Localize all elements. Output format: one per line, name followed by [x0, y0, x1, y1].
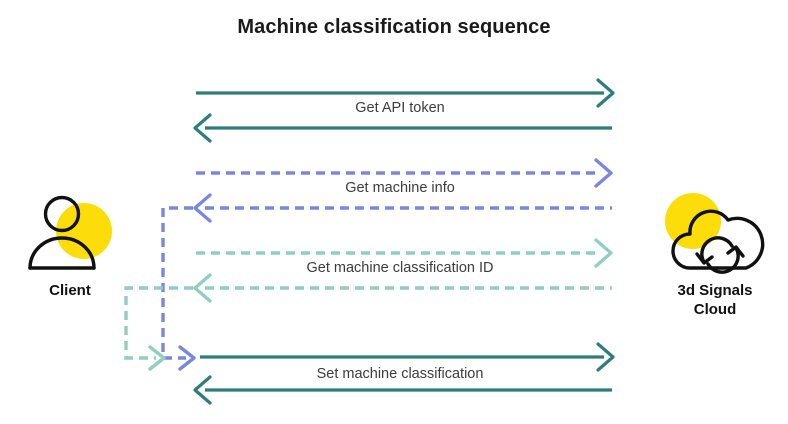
actor-cloud: 3d Signals Cloud: [650, 190, 780, 320]
message-label-set-machine-classification: Set machine classification: [310, 366, 490, 382]
message-arrow-get-machine-info: [193, 158, 613, 223]
actor-cloud-label-line2: Cloud: [693, 300, 737, 318]
message-label-get-machine-classification-id: Get machine classification ID: [300, 260, 500, 276]
feedback-path-classification-id: [124, 286, 193, 371]
actor-cloud-label-line1: 3d Signals: [677, 282, 753, 299]
page-title: Machine classification sequence: [237, 16, 551, 38]
message-label-get-api-token: Get API token: [349, 100, 451, 116]
actor-client-label: Client: [49, 282, 91, 299]
message-label-get-machine-info: Get machine info: [339, 180, 461, 196]
cloud-sync-icon: [650, 190, 780, 282]
message-arrow-get-api-token: [193, 78, 615, 143]
message-arrow-get-machine-classification-id: [193, 238, 613, 303]
person-icon: [8, 190, 132, 282]
message-arrow-set-machine-classification: [193, 342, 615, 405]
actor-client: Client: [8, 190, 132, 301]
feedback-path-machine-info: [161, 206, 196, 371]
